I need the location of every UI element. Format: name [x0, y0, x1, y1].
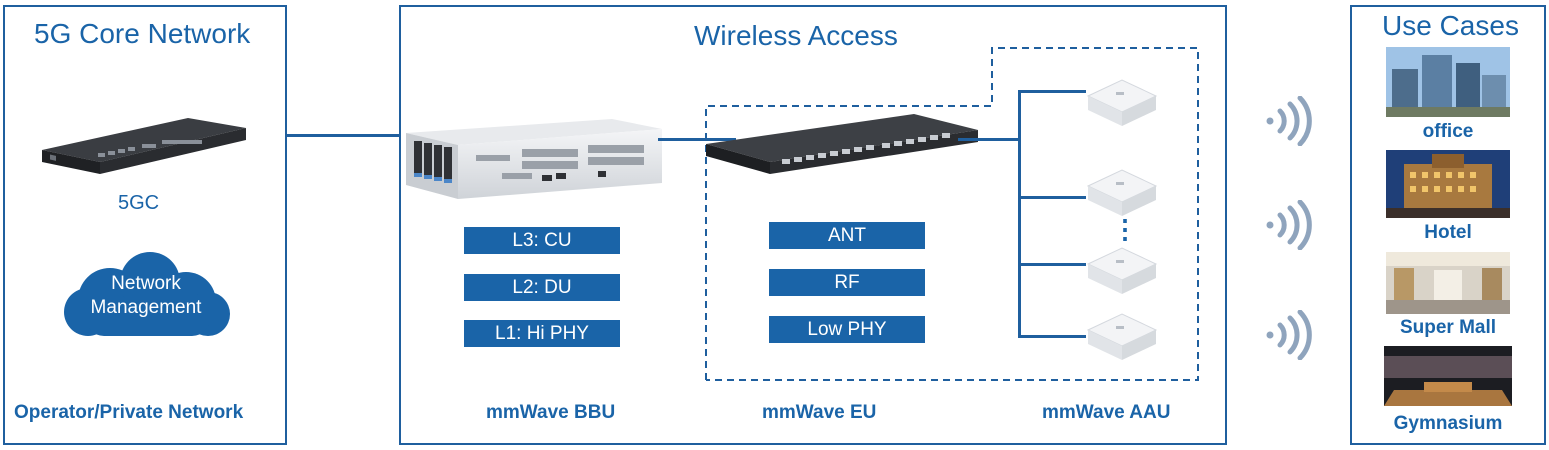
core-network-panel — [3, 5, 287, 445]
use-cases-title: Use Cases — [1382, 10, 1519, 41]
use-case-hotel-label: Hotel — [1424, 222, 1472, 243]
network-management-label: Network Management — [58, 272, 234, 320]
network-management-line-2: Management — [90, 297, 202, 318]
core-network-title: 5G Core Network — [34, 18, 251, 49]
use-case-gymnasium-label: Gymnasium — [1393, 413, 1503, 434]
aau-bus — [1018, 90, 1021, 338]
aau-branch-2 — [1018, 196, 1086, 199]
gymnasium-photo — [1384, 346, 1512, 406]
wireless-signal-icon — [1266, 200, 1312, 250]
wireless-access-title: Wireless Access — [694, 20, 898, 51]
office-photo — [1386, 47, 1510, 117]
aau-ellipsis: ⋮ — [1112, 214, 1138, 244]
wireless-signal-icon — [1266, 310, 1312, 360]
bbu-server-icon — [406, 119, 662, 199]
eu-device-icon — [706, 114, 978, 174]
aau-branch-3 — [1018, 263, 1086, 266]
eu-layer-low-phy: Low PHY — [769, 316, 925, 343]
hotel-photo — [1386, 150, 1510, 218]
bbu-label: mmWave BBU — [486, 402, 616, 423]
use-case-super-mall-label: Super Mall — [1399, 317, 1497, 338]
aau-branch-1 — [1018, 90, 1086, 93]
aau-label: mmWave AAU — [1042, 402, 1171, 423]
core-to-bbu-link — [287, 134, 399, 137]
bbu-layer-l1: L1: Hi PHY — [464, 320, 620, 347]
eu-layer-rf: RF — [769, 269, 925, 296]
wireless-signal-icon — [1266, 96, 1312, 146]
aau-unit-icon — [1086, 247, 1158, 294]
bbu-layer-l3: L3: CU — [464, 227, 620, 254]
aau-unit-icon — [1086, 169, 1158, 216]
use-case-office-label: office — [1422, 121, 1474, 142]
eu-label: mmWave EU — [762, 402, 877, 423]
network-management-line-1: Network — [111, 273, 181, 294]
eu-aau-dashed-boundary — [705, 47, 1199, 381]
aau-unit-icon — [1086, 79, 1158, 126]
5gc-server-icon — [42, 118, 246, 174]
super-mall-photo — [1386, 252, 1510, 314]
eu-to-aau-trunk — [958, 138, 1020, 141]
5gc-label: 5GC — [118, 192, 160, 214]
eu-layer-ant: ANT — [769, 222, 925, 249]
aau-branch-4 — [1018, 335, 1086, 338]
network-management-cloud-icon — [64, 252, 230, 336]
bbu-layer-l2: L2: DU — [464, 274, 620, 301]
core-network-footer: Operator/Private Network — [14, 402, 244, 423]
aau-unit-icon — [1086, 313, 1158, 360]
bbu-to-eu-link — [658, 138, 736, 141]
